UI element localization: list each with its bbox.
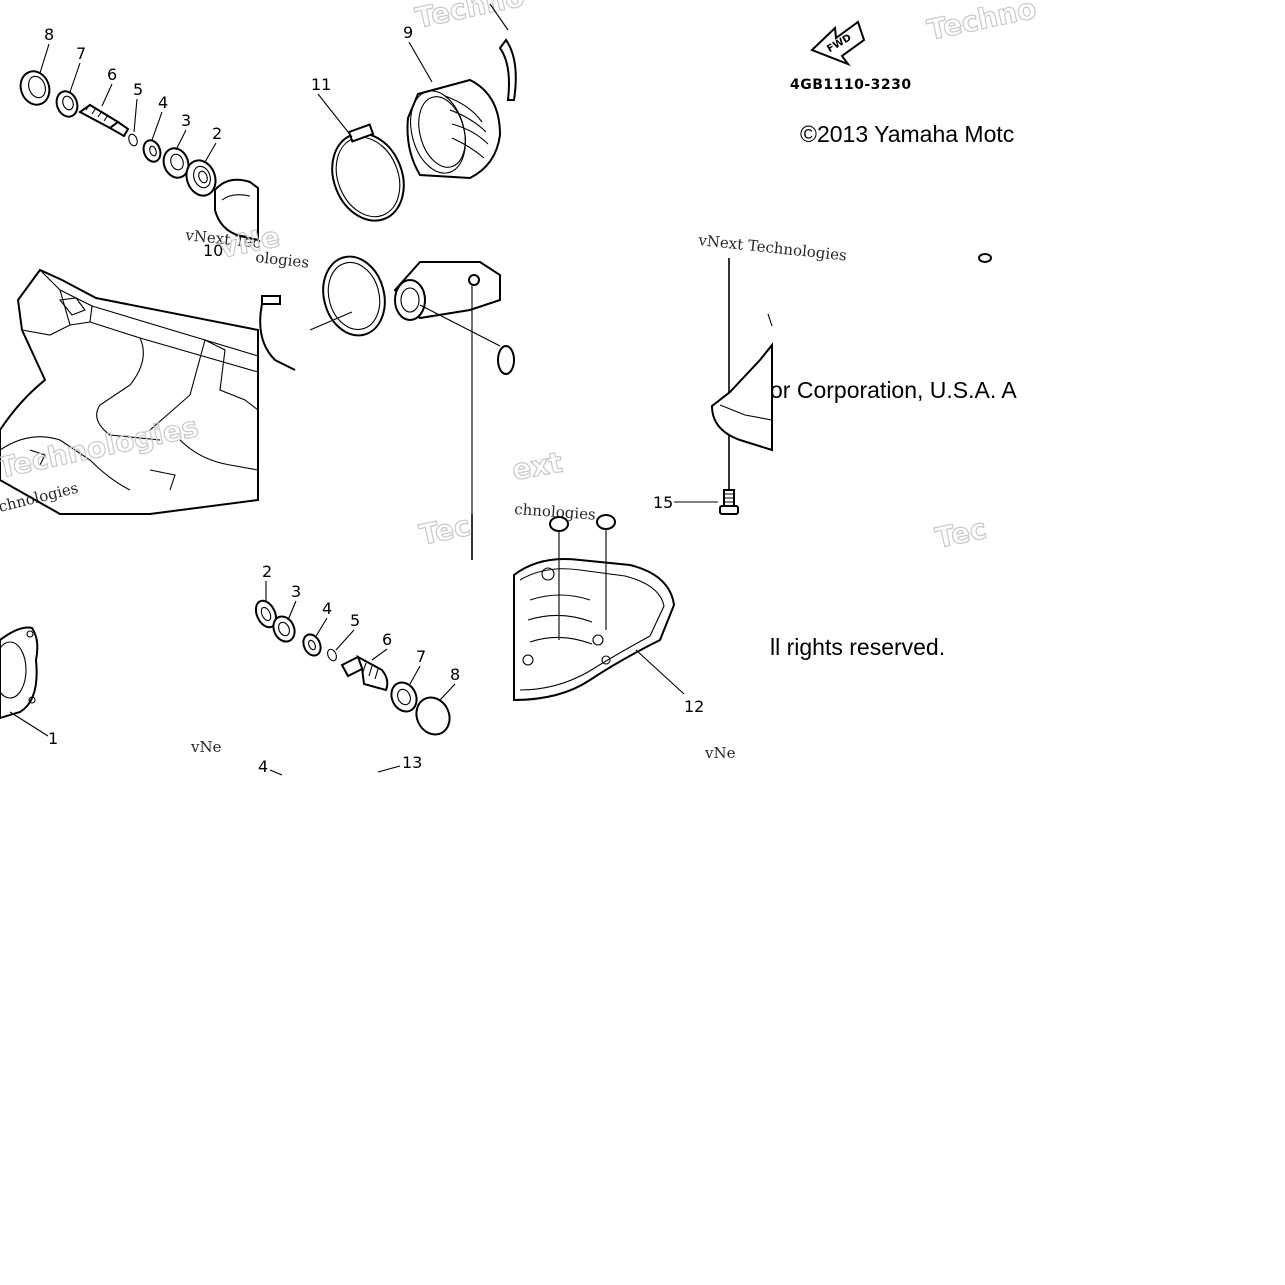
tile-top-left: 8 7 6 5 4 3 2 10 vNext Tec vNe xyxy=(19,25,283,265)
copyright-line-1: ©2013 Yamaha Motc xyxy=(800,121,1014,147)
part-7-nut-bottom xyxy=(390,681,418,713)
svg-text:11: 11 xyxy=(311,75,331,94)
callout-numbers-top-mid: 9 11 xyxy=(311,23,413,94)
part-8-cap xyxy=(19,70,51,106)
tile-bottom-middle: 2 3 4 5 6 7 8 13 4 Tec xyxy=(254,508,474,776)
housing-middle xyxy=(393,261,515,375)
callout-15: 15 xyxy=(653,493,673,512)
watermark-tec-right: Tec xyxy=(933,512,990,555)
svg-text:10: 10 xyxy=(203,241,223,260)
svg-text:4: 4 xyxy=(258,757,268,776)
watermark-ext: ext xyxy=(509,446,564,487)
svg-text:5: 5 xyxy=(133,80,143,99)
svg-text:4: 4 xyxy=(322,599,332,618)
swingarm-body xyxy=(0,268,259,515)
svg-text:2: 2 xyxy=(262,562,272,581)
tile-middle-centre: ologies xyxy=(255,248,515,514)
fwd-arrow-icon: FWD xyxy=(810,20,866,67)
tile-bottom-left: 1 vNe xyxy=(0,626,222,756)
svg-text:6: 6 xyxy=(382,630,392,649)
grommets xyxy=(549,514,616,532)
svg-text:3: 3 xyxy=(181,111,191,130)
clamp-middle xyxy=(259,295,296,371)
copyright-line-2: or Corporation, U.S.A. A xyxy=(770,377,1017,403)
callout-12: 12 xyxy=(684,697,704,716)
part-15-bolt xyxy=(719,489,739,515)
watermark-ologies: ologies xyxy=(255,248,310,272)
part-8-cap-bottom xyxy=(415,696,451,736)
tile-top-middle: Techno 9 11 xyxy=(311,0,528,222)
part-12-cover xyxy=(513,558,676,702)
tile-bottom-right-text: ll rights reserved. Tec xyxy=(770,511,990,660)
tile-middle-right: vNext Technologies or Corporation, U.S.A… xyxy=(697,231,1017,515)
svg-text:8: 8 xyxy=(450,665,460,684)
watermark-vnext-technologies: vNext Technologies xyxy=(697,231,848,265)
boot-middle xyxy=(322,255,386,337)
part-3-bearing xyxy=(162,147,190,179)
watermark-techno: Techno xyxy=(413,0,528,35)
svg-text:8: 8 xyxy=(44,25,54,44)
svg-text:7: 7 xyxy=(76,44,86,63)
part-7-nut xyxy=(55,90,79,118)
tile-top-right: FWD 4GB1110-3230 ©2013 Yamaha Motc Techn… xyxy=(790,0,1040,147)
part-11-clamp xyxy=(331,123,405,222)
part-4-washer xyxy=(142,139,162,163)
callout-numbers-bottom-mid: 2 3 4 5 6 7 8 13 4 xyxy=(258,562,460,776)
part-2-seal-bottom xyxy=(254,599,278,629)
part-6-shaft-bottom xyxy=(340,654,389,692)
callout-1: 1 xyxy=(48,729,58,748)
tile-middle-left: chnologies Technologies xyxy=(0,268,259,516)
svg-text:5: 5 xyxy=(350,611,360,630)
svg-text:7: 7 xyxy=(416,647,426,666)
watermark-vne-br: vNe xyxy=(704,744,736,762)
tile-bottom-right-cover: chnologies ext 12 15 vNe xyxy=(509,445,736,762)
svg-text:6: 6 xyxy=(107,65,117,84)
part-2-seal xyxy=(185,159,217,197)
watermark-techno-right: Techno xyxy=(925,0,1040,47)
watermark-chnologies: chnologies xyxy=(514,500,597,524)
part-4-washer-bottom xyxy=(302,633,322,657)
svg-text:4: 4 xyxy=(158,93,168,112)
svg-text:13: 13 xyxy=(402,753,422,772)
part-3-bearing-bottom xyxy=(272,615,296,643)
part-5-oring-bottom xyxy=(327,648,337,662)
part-5-oring xyxy=(128,133,138,147)
diagram-part-code: 4GB1110-3230 xyxy=(790,77,912,93)
watermark-vne-bl: vNe xyxy=(190,738,222,756)
svg-text:2: 2 xyxy=(212,124,222,143)
svg-text:3: 3 xyxy=(291,582,301,601)
swingarm-pivot-tube xyxy=(214,178,259,242)
copyright-line-3: ll rights reserved. xyxy=(770,634,945,660)
svg-text:9: 9 xyxy=(403,23,413,42)
part-1-flange xyxy=(0,626,39,720)
watermark-tec-bm: Tec xyxy=(417,509,474,552)
part-9-boot xyxy=(406,78,502,180)
part-6-shaft xyxy=(78,103,130,138)
callout-numbers-top-left: 8 7 6 5 4 3 2 10 xyxy=(44,25,223,260)
